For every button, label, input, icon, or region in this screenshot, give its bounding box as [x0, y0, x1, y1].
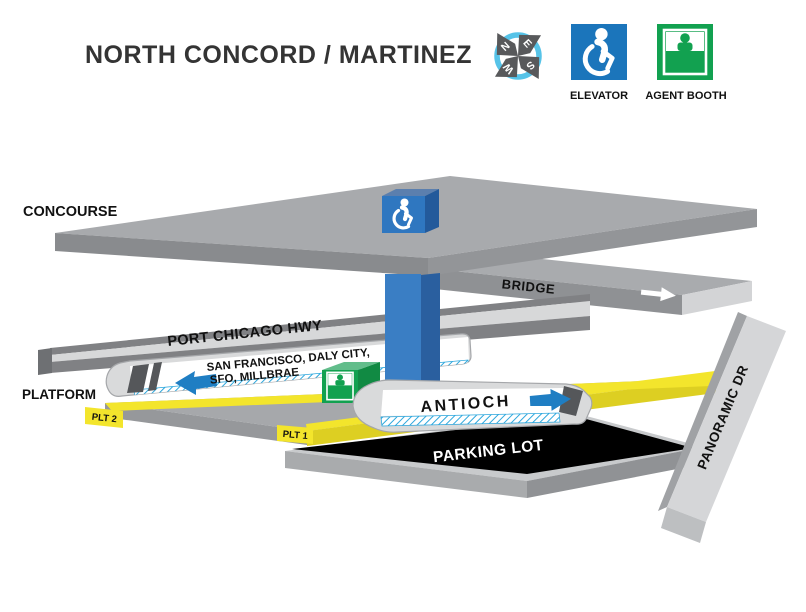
elevator-shaft — [385, 273, 440, 397]
plt2-end-cap — [85, 407, 123, 428]
train-eastbound: ANTIOCH — [352, 379, 593, 433]
train-windshield — [127, 364, 149, 393]
train-westbound-arrow — [175, 371, 217, 395]
legend-elevator: ELEVATOR — [570, 24, 628, 102]
train-eastbound-destination: ANTIOCH — [420, 393, 511, 416]
compass-blade-south: S — [518, 56, 540, 80]
train-eastbound-arrow — [529, 388, 571, 411]
elevator-box — [382, 189, 439, 233]
compass-rose: N E S W — [494, 32, 542, 80]
page-title: NORTH CONCORD / MARTINEZ — [85, 41, 472, 69]
parking-lot: PARKING LOT — [285, 413, 703, 498]
compass-blade-east: E — [518, 34, 542, 56]
train-door-stripe — [148, 362, 162, 391]
bridge-direction-arrow — [640, 287, 676, 302]
bridge-label: BRIDGE — [501, 276, 556, 297]
platform-label: PLATFORM — [22, 387, 96, 402]
concourse-label: CONCOURSE — [23, 204, 118, 220]
plt1-end-cap — [277, 425, 313, 444]
compass-ring — [494, 32, 542, 80]
legend-agent-booth: AGENT BOOTH — [645, 24, 727, 102]
compass-blade-west: W — [494, 56, 518, 78]
legend-elevator-label: ELEVATOR — [570, 90, 628, 102]
plt2-label: PLT 2 — [91, 412, 117, 426]
panoramic-dr-road: PANORAMIC DR — [658, 312, 786, 543]
train-windshield — [559, 386, 583, 416]
plt1-label: PLT 1 — [282, 429, 309, 442]
legend-agent-booth-label: AGENT BOOTH — [645, 90, 726, 102]
compass-blade-north: N — [496, 32, 518, 56]
